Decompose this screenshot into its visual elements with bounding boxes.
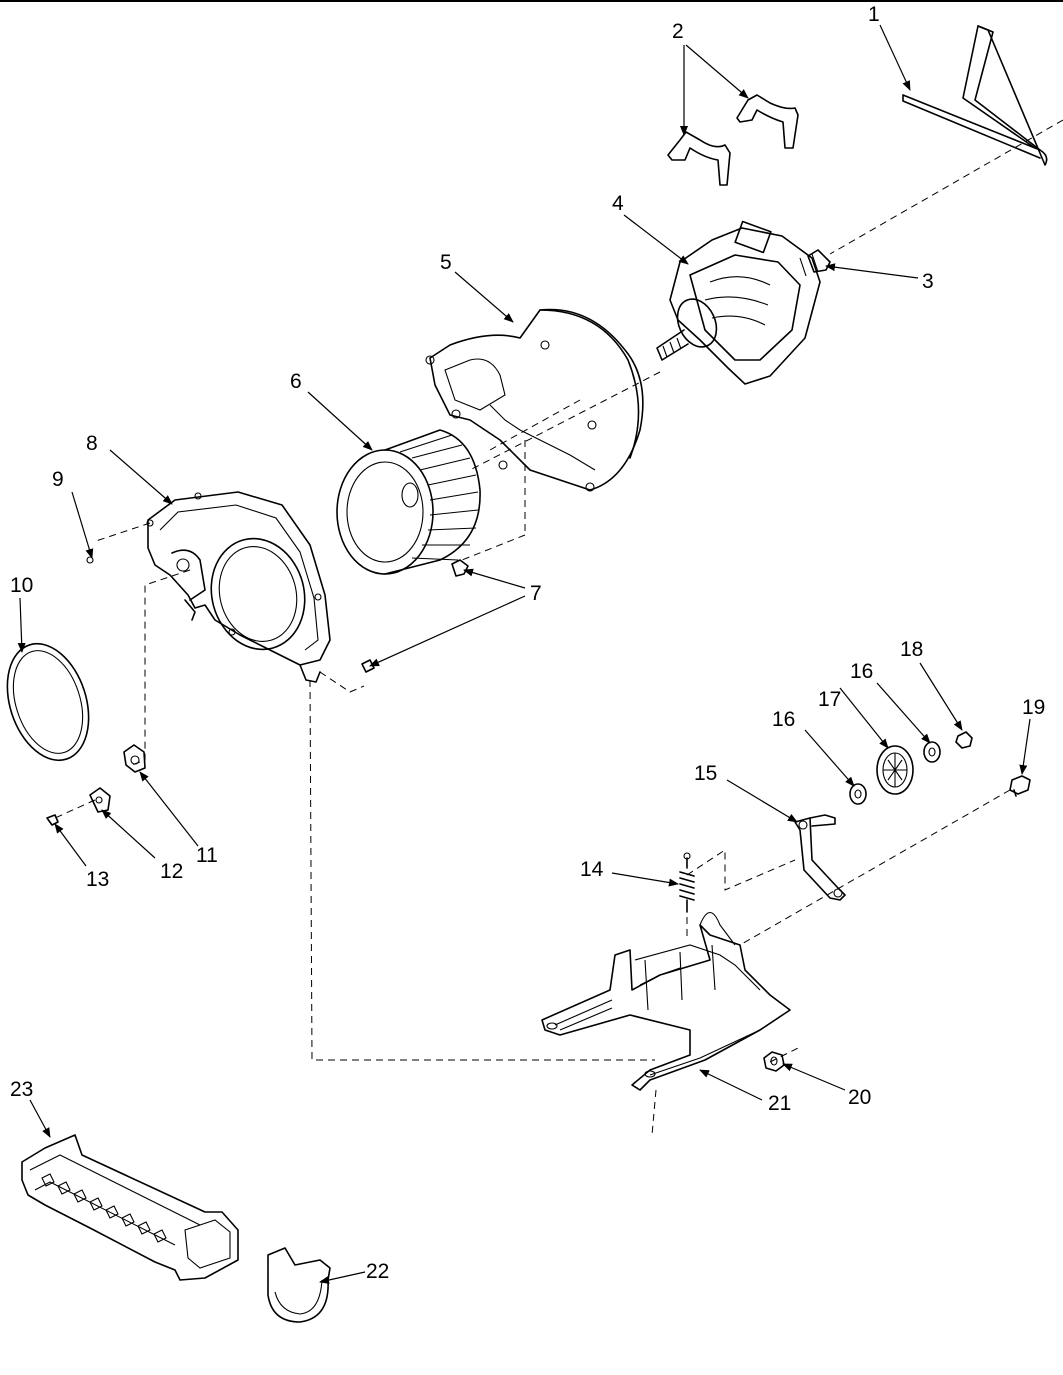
callout-15: 15 bbox=[694, 762, 717, 785]
belt-icon bbox=[902, 25, 1048, 166]
callout-14: 14 bbox=[580, 858, 604, 881]
blower-housing-icon bbox=[425, 308, 644, 492]
motor-mount-icon bbox=[541, 911, 791, 1091]
callout-5: 5 bbox=[440, 251, 452, 274]
callout-10: 10 bbox=[10, 574, 33, 597]
motor-clamp-icon bbox=[667, 94, 799, 186]
sensor-icon bbox=[46, 744, 146, 826]
callout-1: 1 bbox=[868, 3, 880, 26]
callout-22: 22 bbox=[366, 1260, 389, 1283]
callout-3: 3 bbox=[922, 270, 934, 293]
callout-16-b: 16 bbox=[850, 660, 873, 683]
idler-arm-icon bbox=[794, 814, 846, 901]
nut-icon bbox=[763, 1051, 785, 1072]
leader-lines bbox=[17, 24, 1031, 1284]
callout-6: 6 bbox=[290, 370, 302, 393]
callout-17: 17 bbox=[818, 688, 841, 711]
screw-icon bbox=[361, 559, 469, 673]
connector-block-icon bbox=[21, 1134, 239, 1281]
alignment-lines bbox=[54, 119, 1063, 1136]
callout-9: 9 bbox=[52, 468, 64, 491]
hose-clamp-icon bbox=[267, 1247, 331, 1323]
callout-11: 11 bbox=[196, 844, 218, 867]
callout-13: 13 bbox=[86, 868, 109, 891]
blower-wheel-icon bbox=[336, 429, 481, 575]
callout-20: 20 bbox=[848, 1086, 871, 1109]
callout-16-a: 16 bbox=[772, 708, 795, 731]
callout-12: 12 bbox=[160, 860, 183, 883]
motor-icon bbox=[656, 220, 831, 385]
callout-4: 4 bbox=[612, 192, 624, 215]
callout-23: 23 bbox=[10, 1078, 33, 1101]
seal-ring-icon bbox=[6, 642, 90, 762]
callout-2: 2 bbox=[672, 20, 684, 43]
spring-icon bbox=[679, 852, 695, 913]
housing-cover-icon bbox=[86, 491, 331, 683]
callout-7: 7 bbox=[530, 582, 542, 605]
callout-18: 18 bbox=[900, 638, 923, 661]
callout-8: 8 bbox=[86, 432, 98, 455]
callout-21: 21 bbox=[768, 1092, 791, 1115]
idler-pulley-icon bbox=[849, 731, 1031, 805]
callout-labels: 1 2 3 4 5 6 7 8 9 10 11 12 13 14 15 16 1… bbox=[10, 3, 1045, 1283]
callout-19: 19 bbox=[1022, 696, 1045, 719]
